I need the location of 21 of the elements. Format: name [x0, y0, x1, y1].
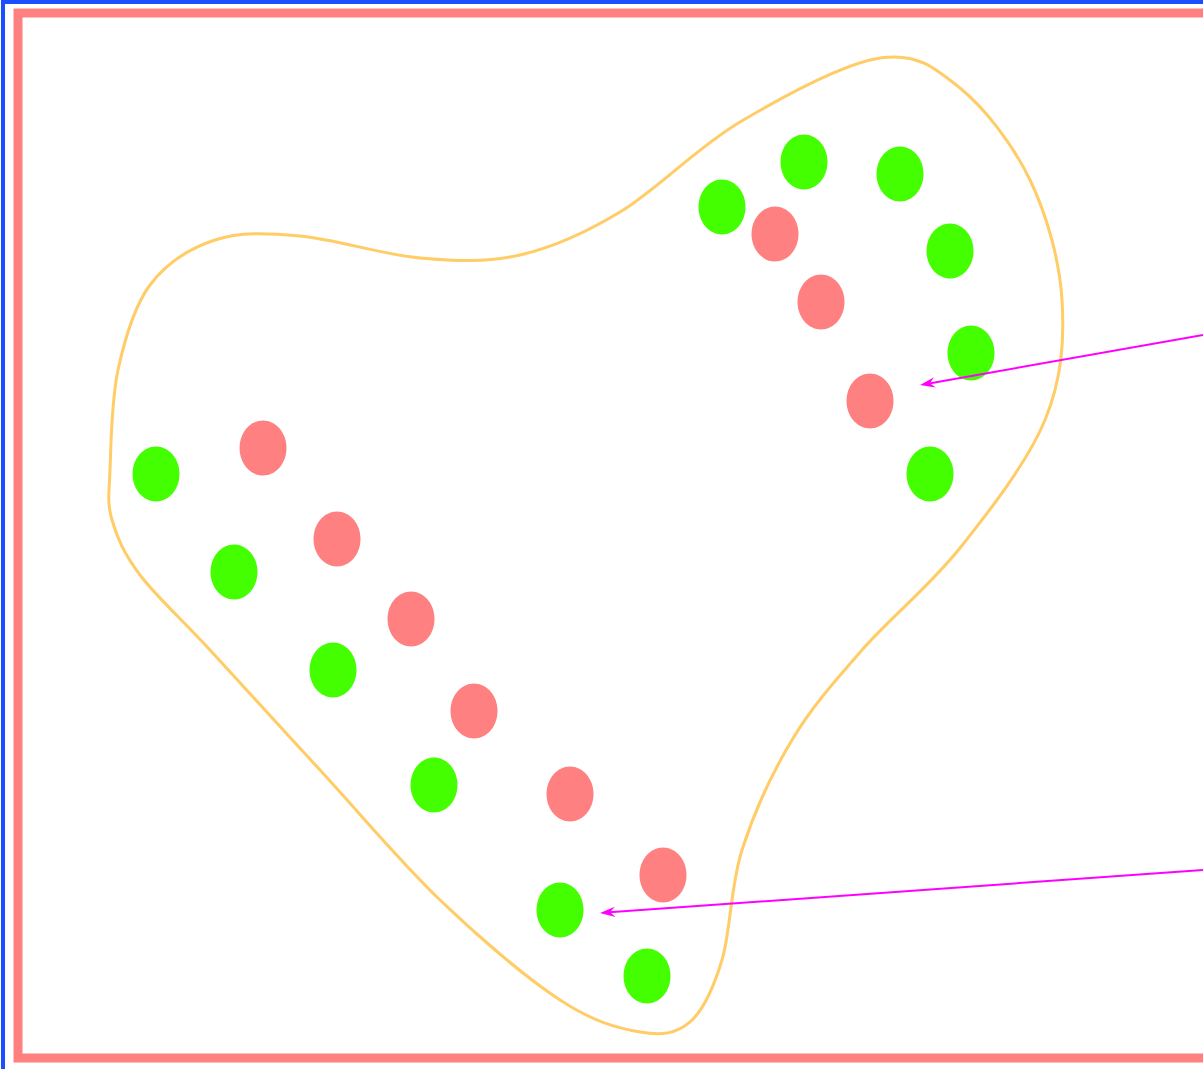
dot — [780, 134, 828, 190]
dot — [846, 373, 894, 429]
dot — [876, 146, 924, 202]
dot — [751, 206, 799, 262]
dot — [313, 511, 361, 567]
dot — [906, 446, 954, 502]
dot — [239, 420, 287, 476]
dot — [450, 683, 498, 739]
dot — [698, 179, 746, 235]
dot — [536, 882, 584, 938]
dot — [797, 274, 845, 330]
dot — [410, 757, 458, 813]
dot — [947, 325, 995, 381]
dot — [926, 223, 974, 279]
dot — [309, 642, 357, 698]
dot — [623, 948, 671, 1004]
dot — [639, 847, 687, 903]
dot — [546, 766, 594, 822]
dot — [387, 591, 435, 647]
dot — [210, 544, 258, 600]
dot — [132, 446, 180, 502]
